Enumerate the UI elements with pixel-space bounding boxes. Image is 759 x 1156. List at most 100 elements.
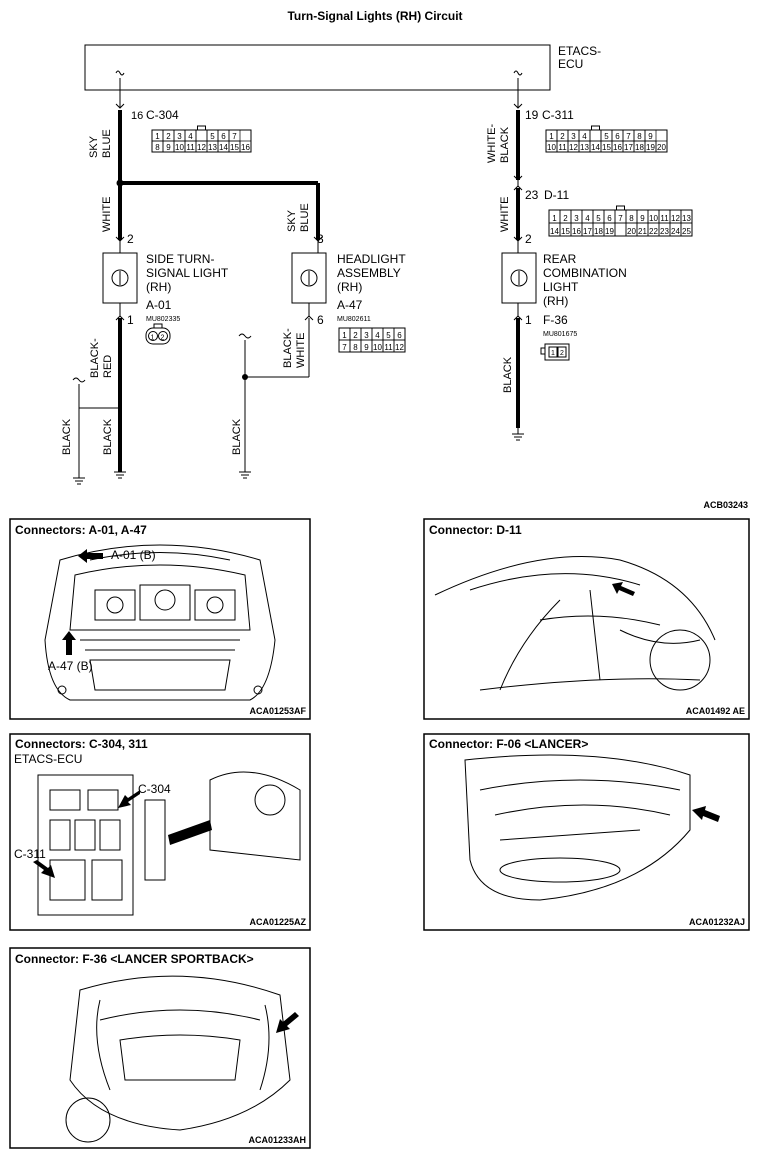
- svg-text:C-311: C-311: [542, 108, 574, 122]
- pin-number: 3: [177, 132, 182, 141]
- connector-pin: [239, 140, 252, 153]
- svg-text:6: 6: [317, 313, 324, 327]
- svg-text:(RH): (RH): [146, 280, 171, 294]
- f36-connector: 1 2: [540, 343, 570, 361]
- pin-number: 14: [591, 143, 600, 152]
- panel-a01-a47: Connectors: A-01, A-47 ACA01253AF A-01 (…: [9, 518, 311, 720]
- svg-text:19: 19: [525, 108, 539, 122]
- svg-text:BLACK: BLACK: [231, 418, 243, 455]
- ecu-label-2: ECU: [558, 57, 583, 71]
- ground-symbol: [512, 428, 524, 441]
- pin-number: 6: [221, 132, 226, 141]
- arrow-d11-icon: [612, 582, 635, 596]
- svg-text:Connectors: A-01, A-47: Connectors: A-01, A-47: [15, 523, 147, 537]
- pin-number: 15: [230, 143, 239, 152]
- pin-number: 12: [395, 343, 404, 352]
- svg-text:ETACS-ECU: ETACS-ECU: [14, 752, 82, 766]
- svg-text:MU802335: MU802335: [146, 316, 180, 323]
- svg-text:ACA01233AH: ACA01233AH: [248, 1135, 306, 1145]
- svg-text:C-311: C-311: [14, 847, 46, 861]
- pin-number: 14: [219, 143, 228, 152]
- connector-pin: [589, 129, 602, 142]
- pin-number: 22: [649, 227, 658, 236]
- pin-number: 10: [649, 214, 658, 223]
- svg-text:3: 3: [317, 232, 324, 246]
- pin-number: 7: [618, 214, 623, 223]
- svg-text:WHITE: WHITE: [101, 197, 113, 232]
- connector-pin: [393, 339, 406, 353]
- svg-text:SIGNAL LIGHT: SIGNAL LIGHT: [146, 266, 229, 280]
- pin-number: 18: [635, 143, 644, 152]
- pin-number: 16: [613, 143, 622, 152]
- svg-text:BLACK-: BLACK-: [89, 338, 101, 378]
- arrow-c311-icon: [33, 860, 55, 878]
- ground-symbol: [239, 471, 251, 479]
- svg-text:2: 2: [161, 335, 165, 342]
- pin-number: 1: [552, 214, 557, 223]
- pin-number: 19: [605, 227, 614, 236]
- connector-pin: [614, 222, 627, 237]
- pin-number: 5: [210, 132, 215, 141]
- pin-number: 5: [596, 214, 601, 223]
- pin-number: 6: [397, 331, 402, 340]
- svg-text:BLUE: BLUE: [299, 203, 311, 232]
- svg-text:WHITE: WHITE: [295, 333, 307, 368]
- panel-c304-c311: Connectors: C-304, 311 ETACS-ECU ACA0122…: [9, 733, 311, 931]
- ground-symbol: [114, 471, 126, 479]
- pin-number: 4: [582, 132, 587, 141]
- pin-break-left: [115, 70, 125, 76]
- svg-text:A-47 (B): A-47 (B): [48, 659, 93, 673]
- svg-text:(RH): (RH): [337, 280, 362, 294]
- svg-text:HEADLIGHT: HEADLIGHT: [337, 252, 406, 266]
- svg-text:F-36: F-36: [543, 313, 568, 327]
- rear-combination-light: [501, 252, 537, 304]
- pin-number: 5: [386, 331, 391, 340]
- pin-number: 19: [646, 143, 655, 152]
- svg-text:C-304: C-304: [146, 108, 179, 122]
- svg-text:ACA01225AZ: ACA01225AZ: [249, 917, 306, 927]
- pin-number: 20: [627, 227, 636, 236]
- svg-text:MU802611: MU802611: [337, 316, 371, 323]
- arrow-f36-icon: [276, 1012, 299, 1033]
- pin-number: 2: [353, 331, 358, 340]
- pin-number: 11: [384, 343, 393, 352]
- pin-number: 13: [208, 143, 217, 152]
- pin-number: 17: [624, 143, 633, 152]
- pin-number: 1: [155, 132, 160, 141]
- svg-text:COMBINATION: COMBINATION: [543, 266, 627, 280]
- pin-number: 3: [364, 331, 369, 340]
- arrow-pin16: [115, 103, 125, 109]
- pin-number: 25: [682, 227, 691, 236]
- svg-text:ACA01492 AE: ACA01492 AE: [686, 706, 745, 716]
- pin-number: 10: [373, 343, 382, 352]
- svg-text:BLUE: BLUE: [101, 129, 113, 158]
- svg-text:RED: RED: [102, 355, 114, 378]
- figure-code: ACB03243: [703, 500, 748, 510]
- pin-number: 17: [583, 227, 592, 236]
- pin-number: 8: [353, 343, 358, 352]
- pin-number: 18: [594, 227, 603, 236]
- arrow-a47-icon: [62, 631, 76, 655]
- pin-number: 24: [671, 227, 680, 236]
- pin-number: 15: [602, 143, 611, 152]
- svg-text:1: 1: [551, 350, 555, 357]
- a01-connector: 1 2: [145, 323, 171, 345]
- svg-text:2: 2: [560, 350, 564, 357]
- svg-text:2: 2: [525, 232, 532, 246]
- svg-text:SKY: SKY: [286, 209, 298, 232]
- svg-text:A-01 (B): A-01 (B): [111, 548, 156, 562]
- svg-text:SKY: SKY: [88, 135, 100, 158]
- ground-symbol: [73, 472, 85, 485]
- pin-number: 7: [626, 132, 631, 141]
- svg-text:1: 1: [151, 335, 155, 342]
- panel-d11: Connector: D-11 ACA01492 AE: [423, 518, 750, 720]
- svg-text:Connectors: C-304, 311: Connectors: C-304, 311: [15, 737, 148, 751]
- svg-text:BLACK: BLACK: [102, 418, 114, 455]
- pin-number: 7: [342, 343, 347, 352]
- svg-text:ACA01253AF: ACA01253AF: [249, 706, 306, 716]
- pin-number: 9: [364, 343, 369, 352]
